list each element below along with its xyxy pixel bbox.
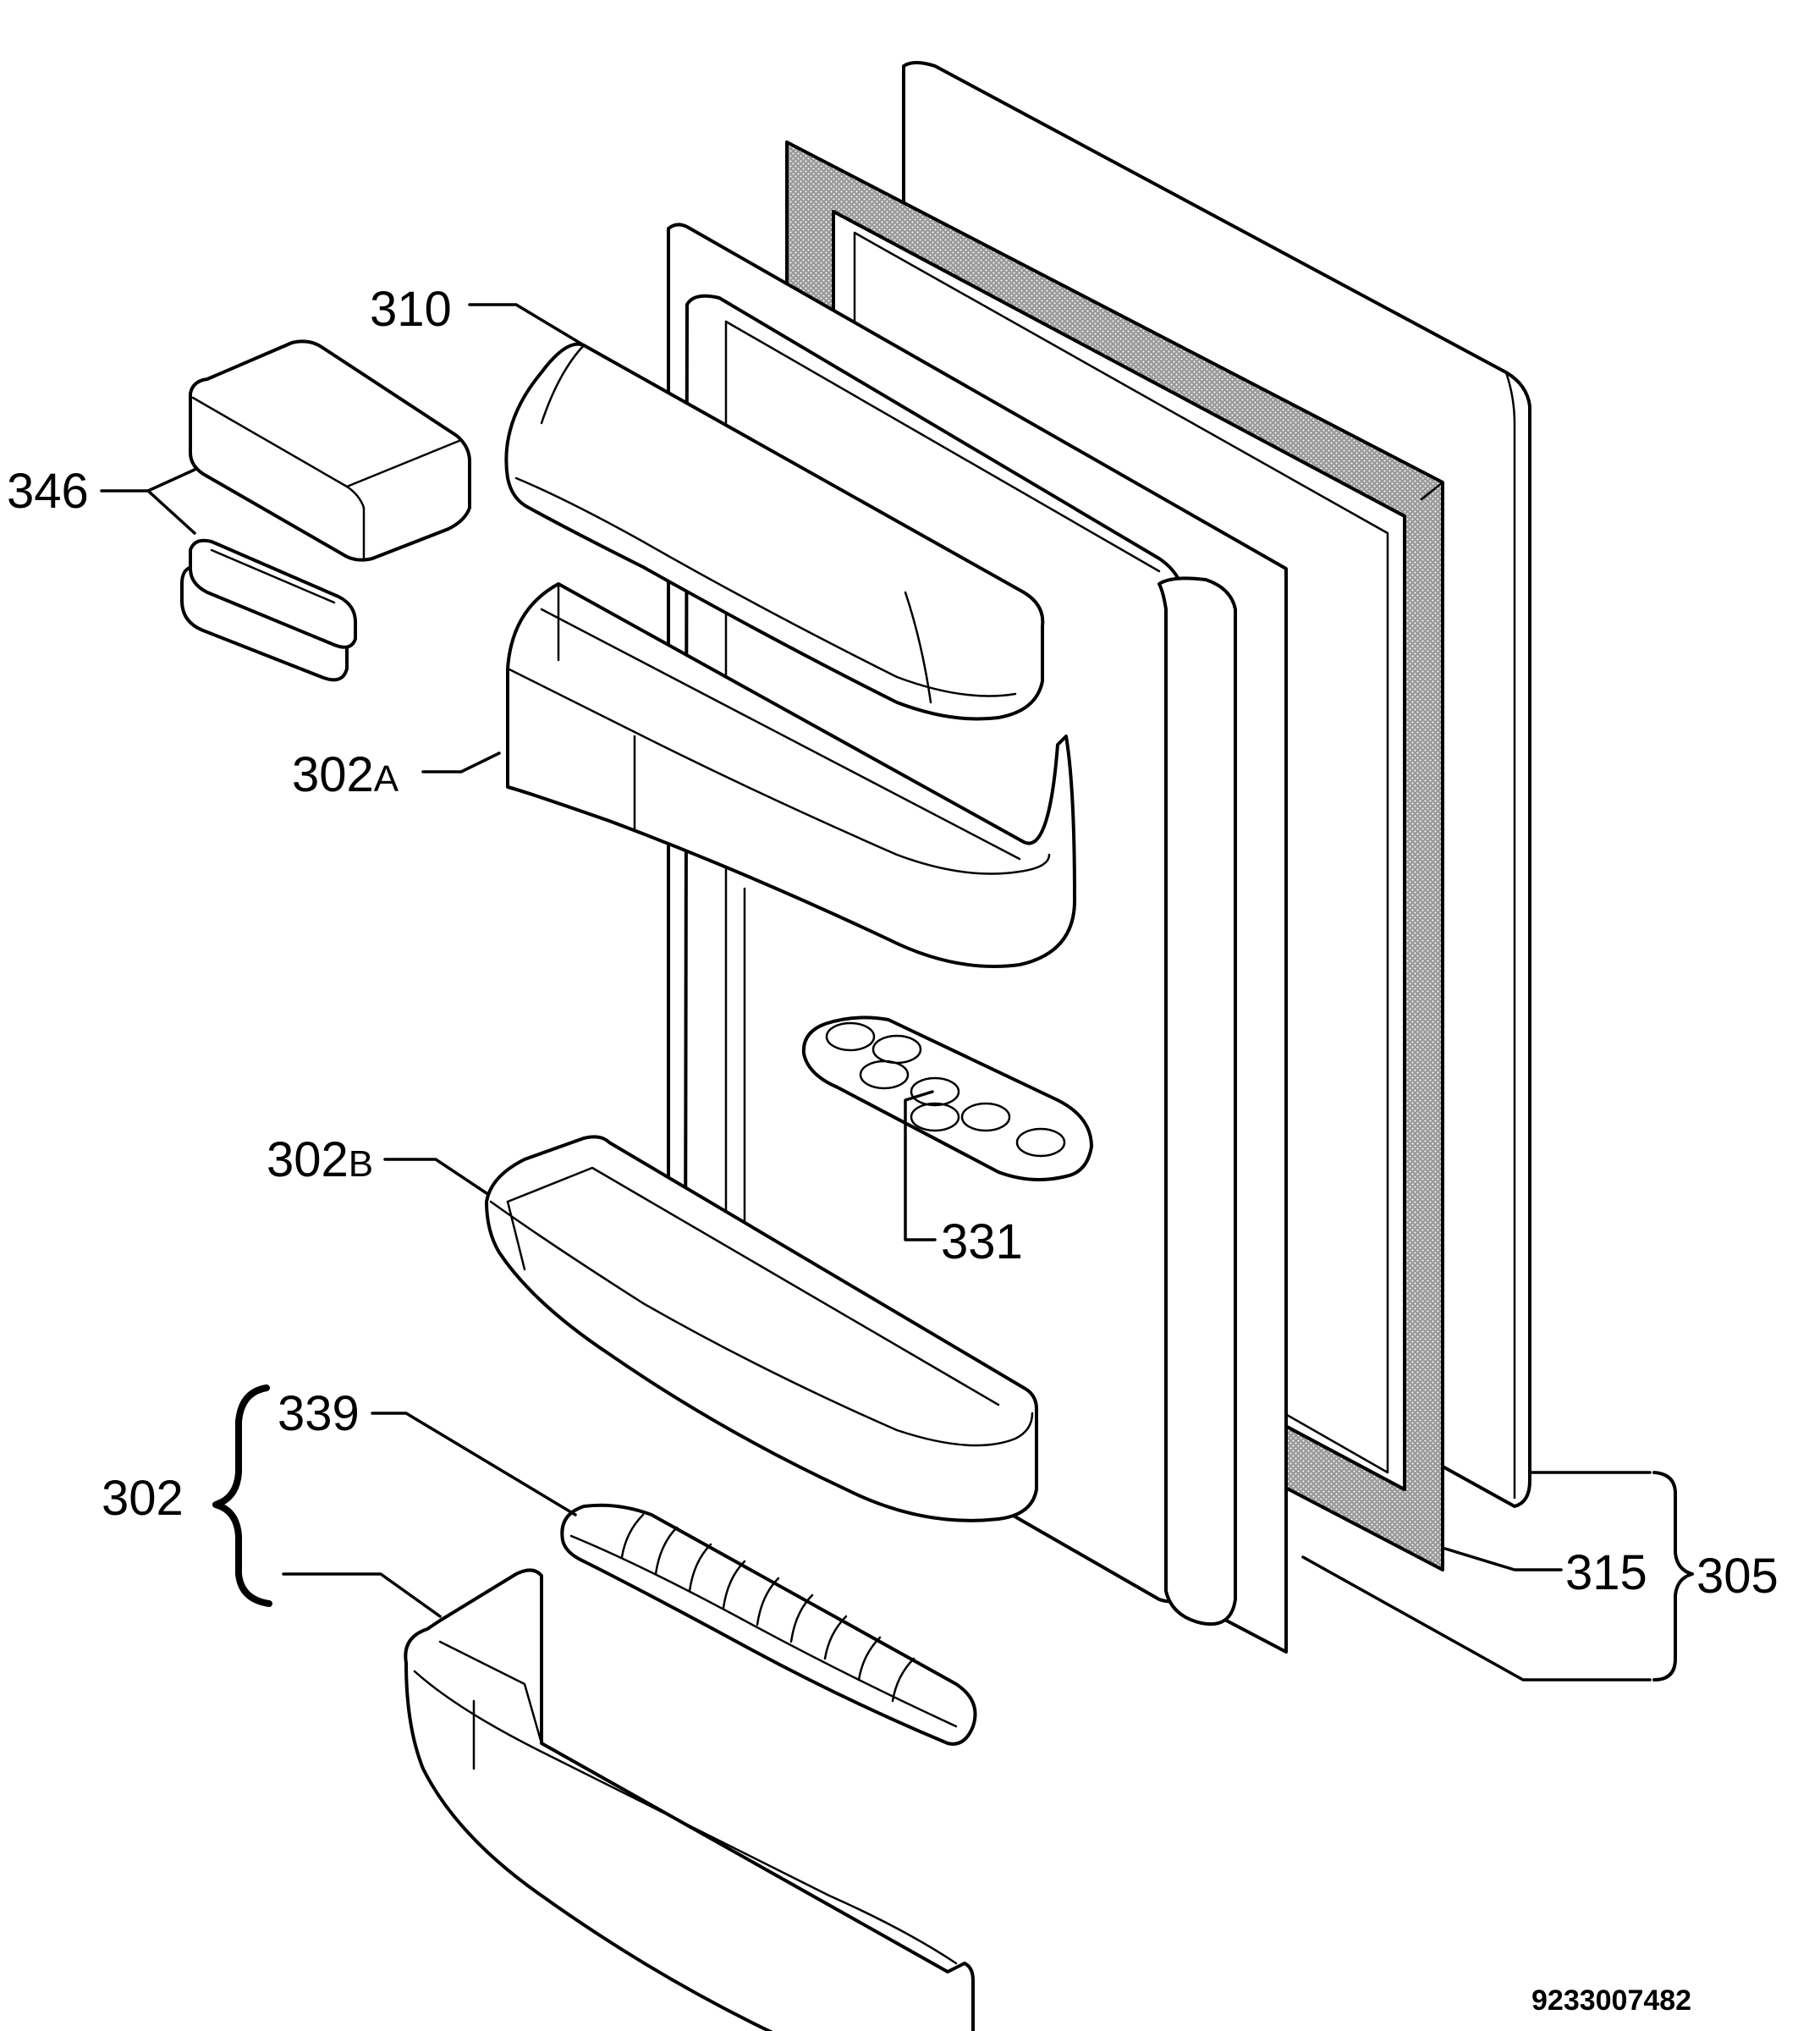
callout-339: 339	[278, 1386, 360, 1441]
callout-labels: 310 346 302A 302B 331 302 339 315 305 92…	[7, 282, 1779, 2017]
butter-dish-346	[180, 339, 471, 682]
callout-346: 346	[7, 464, 89, 519]
callout-302a: 302A	[292, 747, 399, 802]
leader-315	[1443, 1547, 1563, 1571]
door-shelf-302b	[485, 1135, 1038, 1522]
callout-302a-suffix: A	[374, 758, 399, 800]
callout-302: 302	[102, 1471, 184, 1526]
callout-302b-number: 302	[267, 1132, 349, 1187]
leader-lines	[100, 303, 1652, 1681]
callout-302b-suffix: B	[349, 1143, 373, 1185]
leader-310	[468, 303, 586, 347]
braces	[212, 1384, 1694, 1681]
brace-302	[212, 1384, 272, 1607]
callout-305: 305	[1696, 1549, 1779, 1604]
leader-346b	[146, 489, 196, 535]
leader-346	[100, 468, 196, 493]
leader-339	[371, 1412, 577, 1516]
bottle-shelf-bottom	[404, 1568, 975, 2031]
leader-302a	[421, 751, 501, 773]
leader-331	[904, 1090, 937, 1241]
callout-331: 331	[941, 1214, 1023, 1269]
brace-305	[1652, 1471, 1694, 1681]
callout-310: 310	[370, 282, 452, 337]
leader-bottom-shelf	[282, 1572, 442, 1618]
egg-tray-331	[801, 1015, 1093, 1181]
callout-315: 315	[1565, 1545, 1647, 1600]
leader-305-bottom	[1301, 1555, 1652, 1681]
drawing-code: 9233007482	[1531, 1984, 1691, 2017]
callout-302a-number: 302	[292, 747, 374, 802]
callout-302b: 302B	[267, 1132, 373, 1187]
door-shelf-302a	[506, 582, 1077, 968]
shelf-cover-310	[504, 342, 1045, 721]
bottle-retainer-339	[560, 1503, 977, 1746]
leader-302b	[383, 1158, 488, 1195]
